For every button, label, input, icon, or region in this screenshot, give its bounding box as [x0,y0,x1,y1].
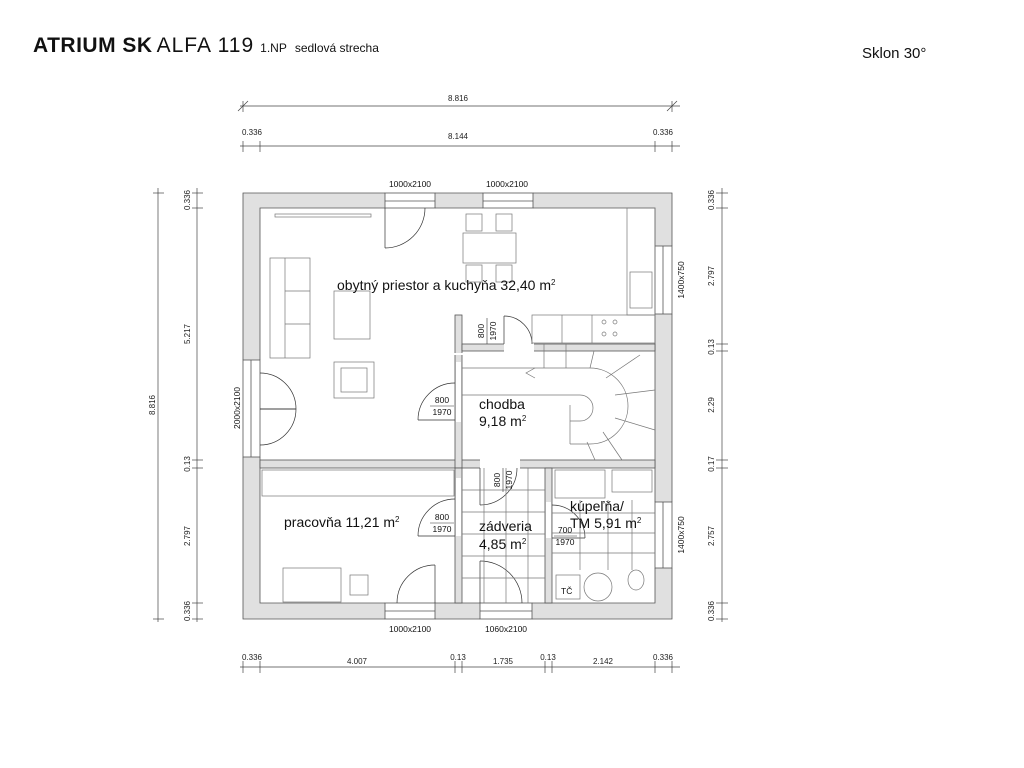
door-label-hall: 800 1970 [430,395,454,417]
room-entry-name: zádveria [479,518,532,534]
brand-name: ATRIUM SK [33,34,153,57]
window-bottom-right-label: 1060x2100 [485,624,527,634]
window-top-right-label: 1000x2100 [486,179,528,189]
dim-bot-4: 1.735 [493,657,514,666]
interior-walls [259,314,656,604]
window-bottom-left-label: 1000x2100 [389,624,431,634]
door-swings [259,207,586,604]
window-top-left-label: 1000x2100 [389,179,431,189]
room-entry-area: 4,85 m2 [479,536,527,552]
svg-text:1970: 1970 [433,407,452,417]
dim-bot-7: 0.336 [653,653,674,662]
dim-left-5: 0.336 [183,600,192,621]
dim-right-6: 2.757 [707,525,716,546]
dimension-lines [153,100,728,673]
dim-bot-3: 0.13 [450,653,466,662]
dim-bot-6: 2.142 [593,657,614,666]
room-bath-name: kúpeľňa/ [570,498,624,514]
roof-type: sedlová strecha [294,41,379,55]
svg-text:800: 800 [492,473,502,487]
svg-text:1970: 1970 [433,524,452,534]
room-living: obytný priestor a kuchyňa 32,40 m2 [337,277,556,293]
dim-left-3: 0.13 [183,456,192,472]
dim-right-1: 0.336 [707,189,716,210]
room-hall-area: 9,18 m2 [479,413,527,429]
roof-slope: Sklon 30° [862,45,927,62]
door-label-bath: 700 1970 [554,525,577,547]
svg-text:800: 800 [435,512,449,522]
window-right-top-label: 1400x750 [676,261,686,299]
svg-text:1970: 1970 [504,470,514,489]
svg-text:1970: 1970 [488,321,498,340]
dim-left-total: 8.816 [148,394,157,415]
dim-left-4: 2.797 [183,525,192,546]
door-label-study: 800 1970 [430,512,454,534]
dim-left-2: 5.217 [183,323,192,344]
openings [242,192,673,620]
room-hall-name: chodba [479,396,525,412]
room-bath-area: TM 5,91 m2 [570,515,642,531]
heatpump-label: TČ [561,586,572,596]
door-label-entry: 800 1970 [492,468,514,492]
door-label-kitchen: 800 1970 [476,318,498,344]
svg-text:800: 800 [476,324,486,338]
dim-right-4: 2.29 [707,397,716,413]
window-right-bottom-label: 1400x750 [676,516,686,554]
dim-top-total: 8.816 [448,94,469,103]
window-left-label: 2000x2100 [232,387,242,429]
room-study: pracovňa 11,21 m2 [284,514,400,530]
dim-bot-5: 0.13 [540,653,556,662]
dim-right-5: 0.17 [707,456,716,472]
floor-label: 1.NP [260,41,287,55]
model-name: ALFA 119 [156,34,255,57]
dim-top-wall-right: 0.336 [653,128,674,137]
svg-text:800: 800 [435,395,449,405]
dim-top-wall-left: 0.336 [242,128,263,137]
dim-top-inner: 8.144 [448,132,469,141]
furniture [261,207,656,603]
svg-text:700: 700 [558,525,572,535]
dim-right-3: 0.13 [707,339,716,355]
dim-left-1: 0.336 [183,189,192,210]
dim-bot-2: 4.007 [347,657,368,666]
dim-bot-1: 0.336 [242,653,263,662]
dim-right-7: 0.336 [707,600,716,621]
dim-right-2: 2.797 [707,265,716,286]
svg-text:1970: 1970 [556,537,575,547]
